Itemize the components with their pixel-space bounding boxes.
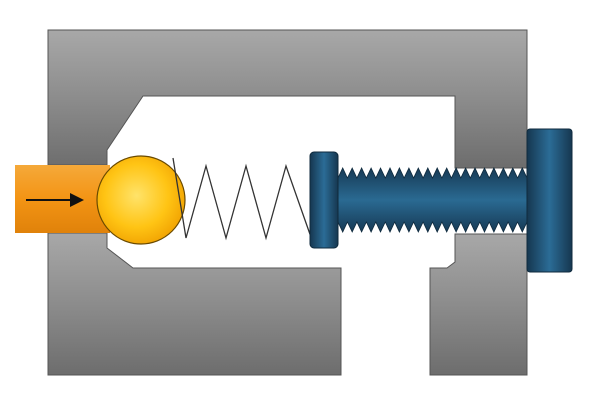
flow-arrow-icon <box>26 193 84 207</box>
valve-ball <box>96 155 186 245</box>
screw-inner-plate <box>309 151 339 249</box>
spring <box>172 157 313 241</box>
screw-thread <box>337 167 528 233</box>
valve-body-lower-left <box>47 232 342 376</box>
valve-body-lower-right <box>429 233 528 376</box>
adjuster-screw <box>309 128 573 273</box>
screw-head <box>526 128 573 273</box>
valve-body-upper <box>47 29 528 169</box>
